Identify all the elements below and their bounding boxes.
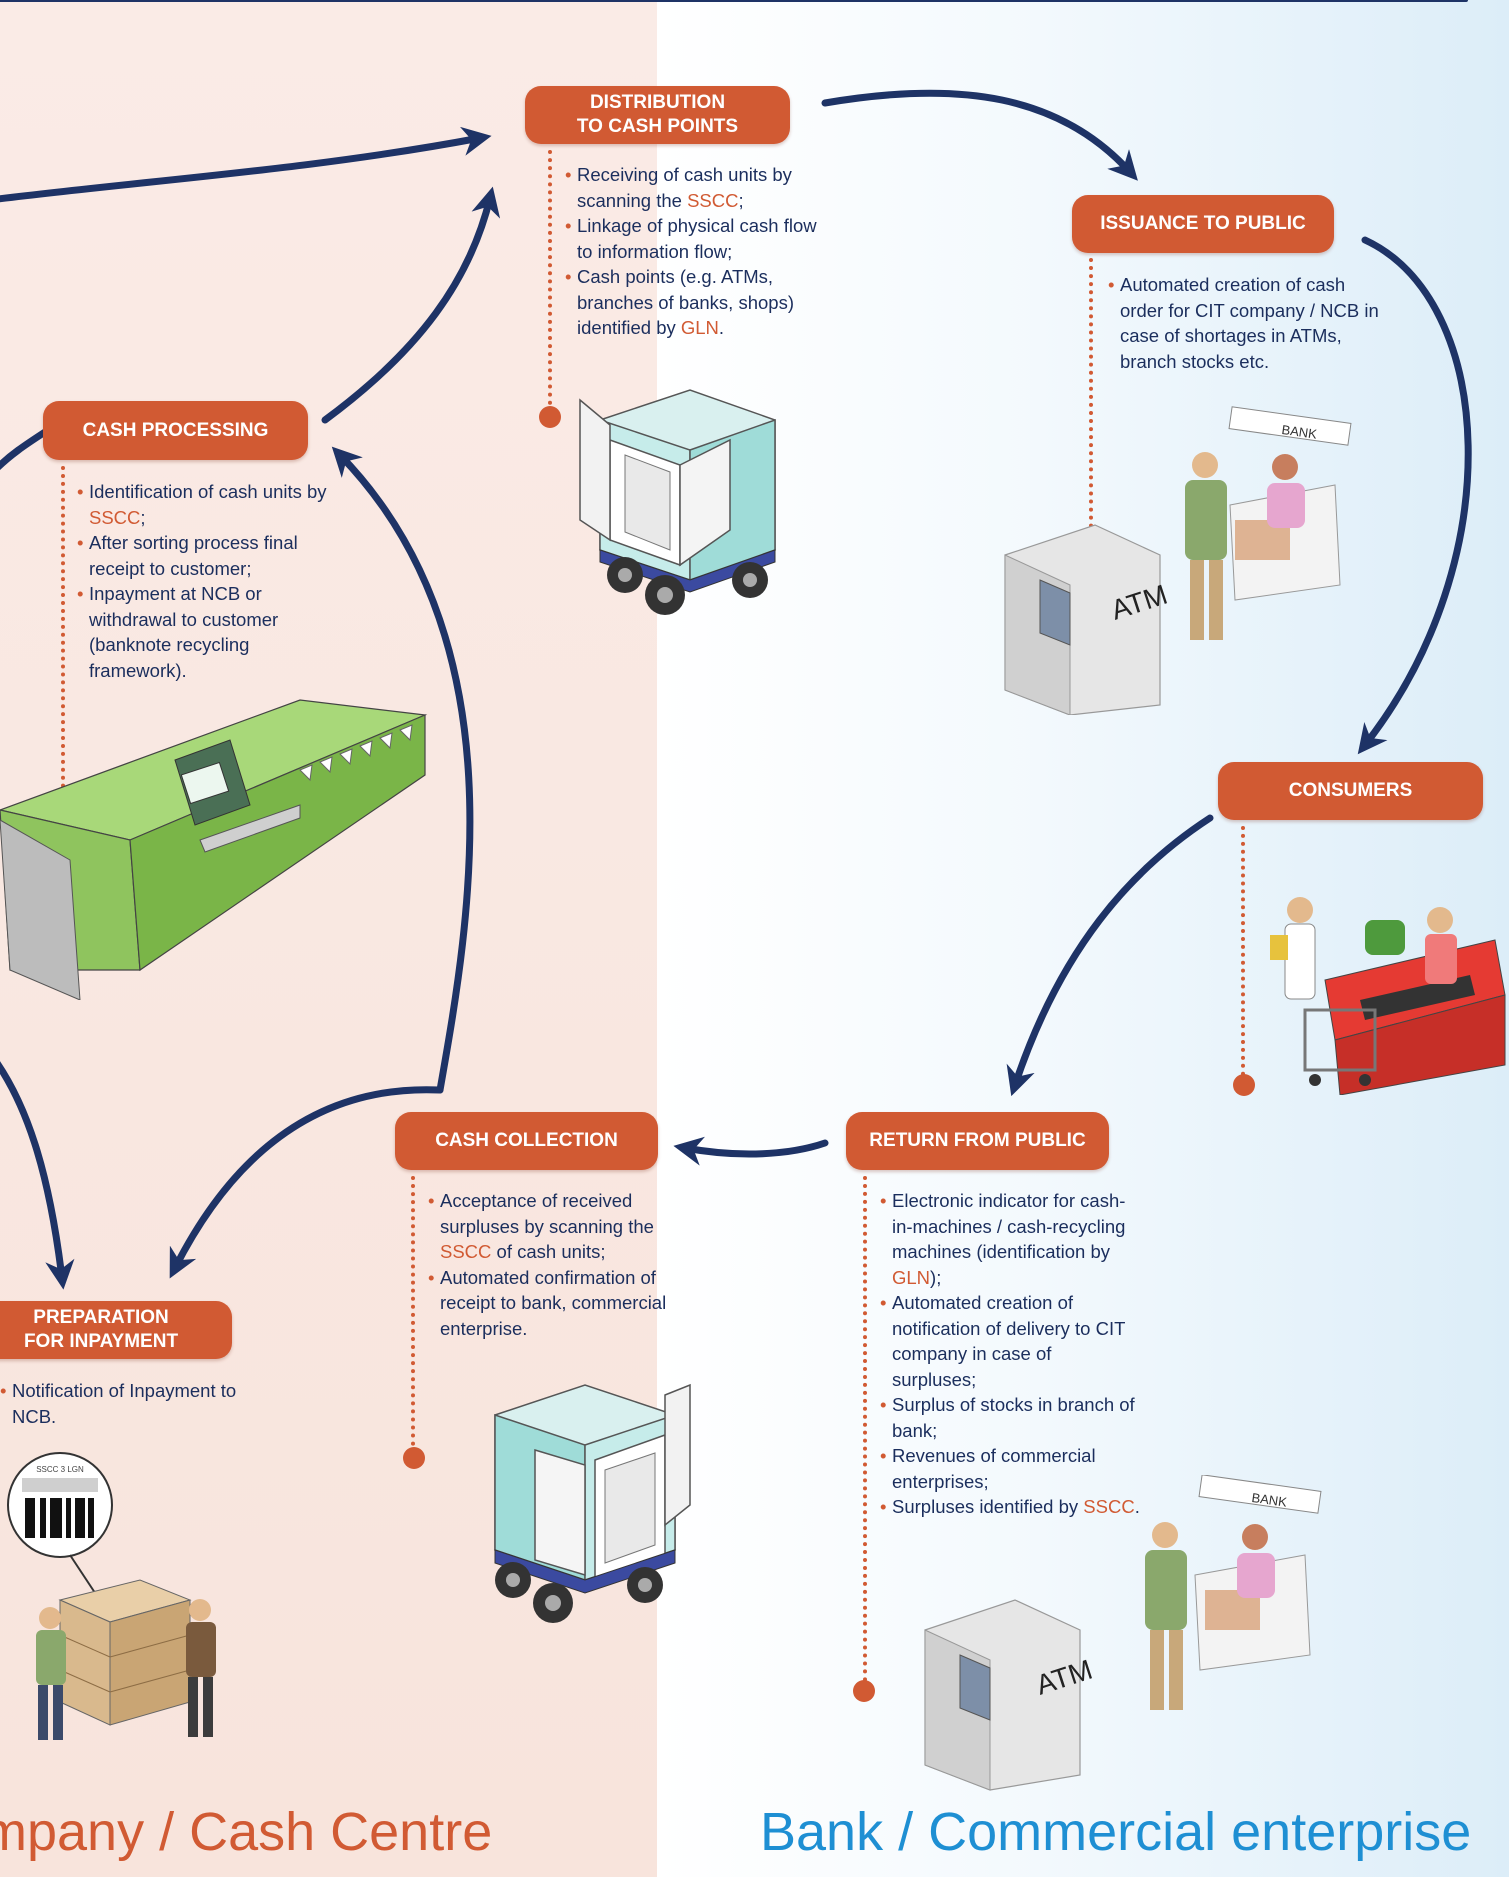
return-bank-sign-label: BANK [1251,1490,1288,1510]
identifier-highlight: SSCC [440,1241,492,1262]
cash-collection-connector [411,1176,415,1454]
truck-illustration [579,389,776,615]
bullet-text: Surplus of stocks in branch of bank; [892,1394,1135,1441]
collection-truck-illustration [494,1383,691,1623]
bullet-item: Identification of cash units by SSCC; [77,479,337,530]
bullet-text: Inpayment at NCB or withdrawal to custom… [89,583,279,681]
return-dot [853,1680,875,1702]
bullet-text: Automated creation of notification of de… [892,1292,1126,1390]
atm-bank-illustration: ATM BANK [1004,406,1352,715]
identifier-highlight: GLN [680,317,719,338]
sorting-machine-illustration [0,699,428,1000]
bullet-text: Surpluses identified by [892,1496,1084,1517]
cash-collection-bullets: Acceptance of received surpluses by scan… [428,1188,703,1341]
arrow-left-to-preparation [0,1061,75,1290]
bullet-item: Linkage of physical cash flow to informa… [565,213,830,264]
identifier-highlight: SSCC [1083,1496,1135,1517]
cash-collection-dot [403,1447,425,1469]
preparation-title: PREPARATION FOR INPAYMENT [0,1301,232,1359]
bullet-text: Cash points (e.g. ATMs, branches of bank… [577,266,794,338]
bullet-text: Acceptance of received surpluses by scan… [440,1190,654,1237]
arrow-top-in [0,126,492,203]
cash-processing-title: CASH PROCESSING [43,401,308,460]
bullet-item: Revenues of commercial enterprises; [880,1443,1140,1494]
bullet-item: Surpluses identified by SSCC. [880,1494,1140,1520]
identifier-highlight: SSCC [687,189,739,211]
footer-cash-centre: mpany / Cash Centre [0,1802,493,1862]
bullet-text: . [1134,1496,1140,1517]
bullet-text: Automated confirmation of receipt to ban… [440,1266,667,1339]
bullet-text: ; [140,506,146,528]
distribution-connector [548,150,552,405]
bullet-item: Automated creation of cash order for CIT… [1108,272,1393,374]
arrow-processing-to-distribution [321,186,501,424]
bullet-text: ; [738,189,744,211]
bullet-item: Electronic indicator for cash-in-machine… [880,1188,1140,1290]
issuance-bullets: Automated creation of cash order for CIT… [1108,272,1393,374]
bullet-text: Notification of Inpayment to NCB. [12,1380,237,1427]
return-connector [863,1176,867,1682]
arrow-collection-to-processing [331,446,474,1094]
consumers-connector [1241,826,1245,1076]
cash-processing-bullets: Identification of cash units by SSCC;Aft… [77,479,337,683]
pallet-barcode-illustration: SSCC 3 LGN [7,1452,216,1740]
checkout-illustration [1270,897,1506,1095]
bullet-text: Revenues of commercial enterprises; [892,1445,1096,1492]
bullet-item: After sorting process final receipt to c… [77,530,337,581]
bullet-text: Receiving of cash units by scanning the [577,164,792,211]
arrow-return-to-collection [673,1136,829,1166]
bullet-text: ); [930,1266,942,1288]
footer-bank: Bank / Commercial enterprise [760,1802,1472,1862]
return-bullets: Electronic indicator for cash-in-machine… [880,1188,1140,1520]
arrow-issuance-to-consumers [1357,236,1472,755]
bullet-item: Inpayment at NCB or withdrawal to custom… [77,581,337,683]
bullet-text: Automated creation of cash order for CIT… [1120,274,1379,372]
bullet-text: of cash units; [491,1241,606,1262]
bullet-text: . [718,317,725,338]
bullet-text: Electronic indicator for cash-in-machine… [892,1190,1126,1262]
bullet-text: Identification of cash units by [89,481,327,502]
arrow-consumers-to-return [1006,814,1214,1097]
issuance-connector [1089,258,1093,528]
barcode-header-label: SSCC 3 LGN [36,1465,84,1474]
arrow-distribution-to-issuance [821,89,1138,181]
arrow-left-to-processing [0,428,49,471]
bullet-item: Cash points (e.g. ATMs, branches of bank… [565,264,830,341]
top-border [0,0,1468,2]
cash-processing-connector [61,466,65,796]
issuance-title: ISSUANCE TO PUBLIC [1072,195,1334,253]
bullet-item: Receiving of cash units by scanning the … [565,162,830,213]
return-atm-bank-illustration: ATM BANK [924,1475,1322,1791]
cash-collection-title: CASH COLLECTION [395,1112,658,1170]
bullet-text: After sorting process final receipt to c… [89,532,298,579]
distribution-title: DISTRIBUTION TO CASH POINTS [525,86,790,144]
distribution-dot [539,406,561,428]
bullet-item: Surplus of stocks in branch of bank; [880,1392,1140,1443]
consumers-title: CONSUMERS [1218,762,1483,820]
distribution-bullets: Receiving of cash units by scanning the … [565,162,830,341]
return-title: RETURN FROM PUBLIC [846,1112,1109,1170]
arrow-collection-to-preparation [169,1086,444,1279]
preparation-bullets: Notification of Inpayment to NCB. [0,1378,250,1429]
identifier-highlight: GLN [892,1266,931,1288]
bullet-item: Notification of Inpayment to NCB. [0,1378,250,1429]
identifier-highlight: SSCC [89,506,141,528]
bullet-item: Automated confirmation of receipt to ban… [428,1265,703,1342]
bullet-item: Acceptance of received surpluses by scan… [428,1188,703,1265]
consumers-dot [1233,1074,1255,1096]
bullet-item: Automated creation of notification of de… [880,1290,1140,1392]
bank-sign-label: BANK [1281,422,1318,442]
bullet-text: Linkage of physical cash flow to informa… [577,215,817,262]
